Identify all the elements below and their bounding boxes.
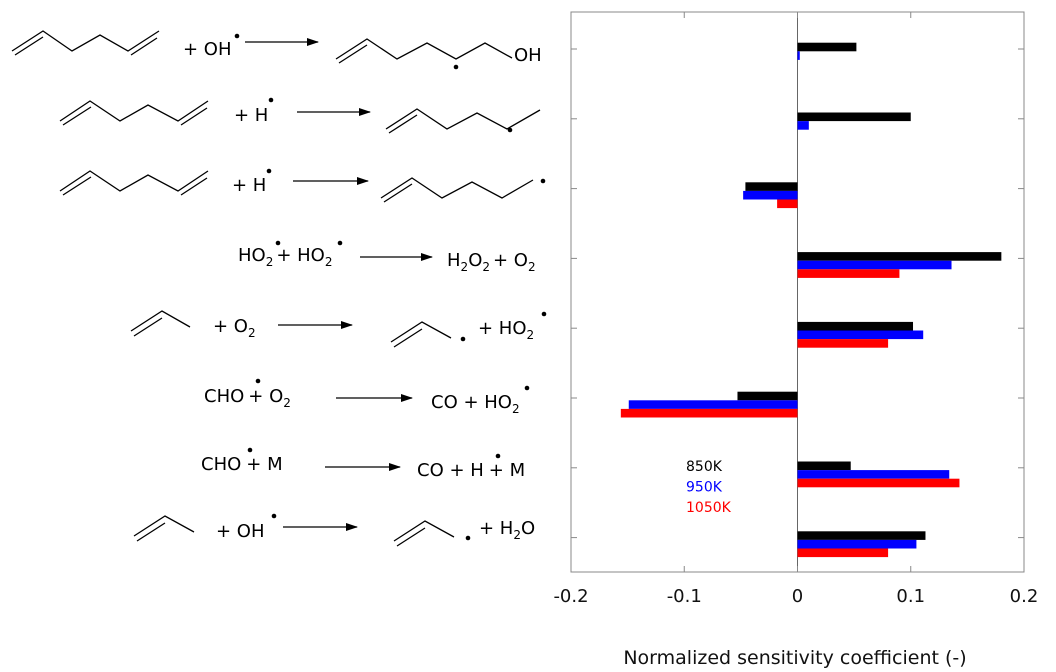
category-ticks — [571, 48, 1024, 539]
radical-dot — [275, 240, 281, 246]
bars — [620, 42, 1002, 558]
reaction-1: + OH OH — [11, 30, 542, 70]
x-axis-ticks: -0.2 -0.1 0 0.1 0.2 — [553, 12, 1038, 607]
radical-dot — [247, 447, 253, 453]
bar-950k-7 — [797, 470, 950, 479]
sensitivity-chart: -0.2 -0.1 0 0.1 0.2 850K 950K 1050K Normalized… — [553, 11, 1038, 669]
bar-850k-3 — [745, 182, 798, 191]
bar-1050k-4 — [797, 269, 900, 278]
oh-group: OH — [514, 45, 542, 66]
bar-950k-1 — [797, 51, 800, 60]
reaction-schemes: + OH OH + H + H — [11, 30, 547, 547]
radical-dot — [453, 64, 459, 70]
product-plus-ho2: + HO2 — [478, 318, 534, 342]
hexadiene-structure — [11, 30, 160, 52]
reactant-plus-h: + H — [232, 175, 266, 196]
bar-950k-5 — [797, 330, 924, 340]
x-tick-label: 0 — [792, 586, 803, 607]
reaction-3: + H — [59, 168, 546, 203]
radical-dot — [266, 168, 272, 174]
ho2-formula: HO2+ HO2 — [238, 245, 333, 269]
reactant-plus-oh: + OH — [183, 39, 232, 60]
bar-850k-6 — [737, 391, 798, 401]
radical-dot — [465, 535, 471, 541]
reaction-2: + H — [59, 97, 541, 134]
x-axis-label: Normalized sensitivity coefficient (-) — [623, 647, 966, 669]
x-tick-label: 0.1 — [896, 586, 925, 607]
product-plus-h2o: + H2O — [479, 518, 535, 542]
legend-1050k: 1050K — [686, 500, 732, 516]
radical-dot — [271, 513, 277, 519]
bar-950k-8 — [797, 539, 917, 549]
hexenyl-structure — [385, 108, 541, 130]
legend-850k: 850K — [686, 459, 723, 475]
hexadiene-structure — [59, 170, 209, 192]
radical-dot — [495, 453, 501, 459]
x-tick-label: -0.2 — [553, 586, 588, 607]
allyl-structure — [390, 321, 452, 343]
propene-structure — [133, 515, 195, 537]
co-ho2-formula: CO + HO2 — [431, 392, 520, 416]
radical-dot — [541, 311, 547, 317]
legend: 850K 950K 1050K — [686, 459, 732, 516]
radical-dot — [507, 127, 513, 133]
bar-850k-8 — [797, 531, 926, 540]
radical-dot — [255, 378, 261, 384]
reaction-4: HO2+ HO2 H2O2+ O2 — [238, 240, 536, 274]
bar-1050k-3 — [777, 199, 798, 209]
reaction-8: + OH + H2O — [133, 513, 535, 547]
cho-o2-formula: CHO+ O2 — [204, 386, 291, 410]
bar-950k-2 — [797, 121, 809, 130]
radical-dot — [524, 385, 530, 391]
bar-1050k-6 — [620, 408, 798, 418]
radical-dot — [540, 178, 546, 184]
hexadiene-structure — [59, 100, 209, 122]
reaction-7: CHO+ M CO + H+ M — [201, 447, 525, 481]
reactant-plus-o2: + O2 — [213, 316, 256, 340]
radical-dot — [337, 240, 343, 246]
propene-structure — [130, 310, 191, 332]
radical-dot — [234, 33, 240, 39]
bar-850k-2 — [797, 112, 911, 122]
legend-950k: 950K — [686, 480, 723, 496]
bar-850k-1 — [797, 42, 857, 52]
radical-dot — [268, 97, 274, 103]
allyl-structure — [393, 520, 455, 542]
bar-1050k-8 — [797, 548, 889, 558]
hexenyl-structure — [380, 177, 534, 199]
bar-850k-7 — [797, 461, 851, 471]
h2o2-o2-formula: H2O2+ O2 — [447, 250, 536, 274]
reaction-5: + O2 + HO2 — [130, 310, 547, 348]
reaction-6: CHO+ O2 CO + HO2 — [204, 378, 530, 416]
bar-950k-3 — [743, 190, 798, 200]
reactant-plus-oh: + OH — [216, 521, 265, 542]
bar-950k-4 — [797, 260, 952, 270]
bar-1050k-5 — [797, 339, 889, 348]
co-h-m-formula: CO + H+ M — [417, 460, 525, 481]
bar-1050k-7 — [797, 478, 960, 488]
radical-dot — [460, 336, 466, 342]
cho-m-formula: CHO+ M — [201, 454, 283, 475]
hexenol-structure — [335, 38, 513, 60]
bar-850k-5 — [797, 321, 914, 331]
reactant-plus-h: + H — [234, 105, 268, 126]
x-tick-label: -0.1 — [667, 586, 702, 607]
x-tick-label: 0.2 — [1010, 586, 1039, 607]
bar-850k-4 — [797, 252, 1002, 261]
bar-950k-6 — [628, 400, 798, 409]
